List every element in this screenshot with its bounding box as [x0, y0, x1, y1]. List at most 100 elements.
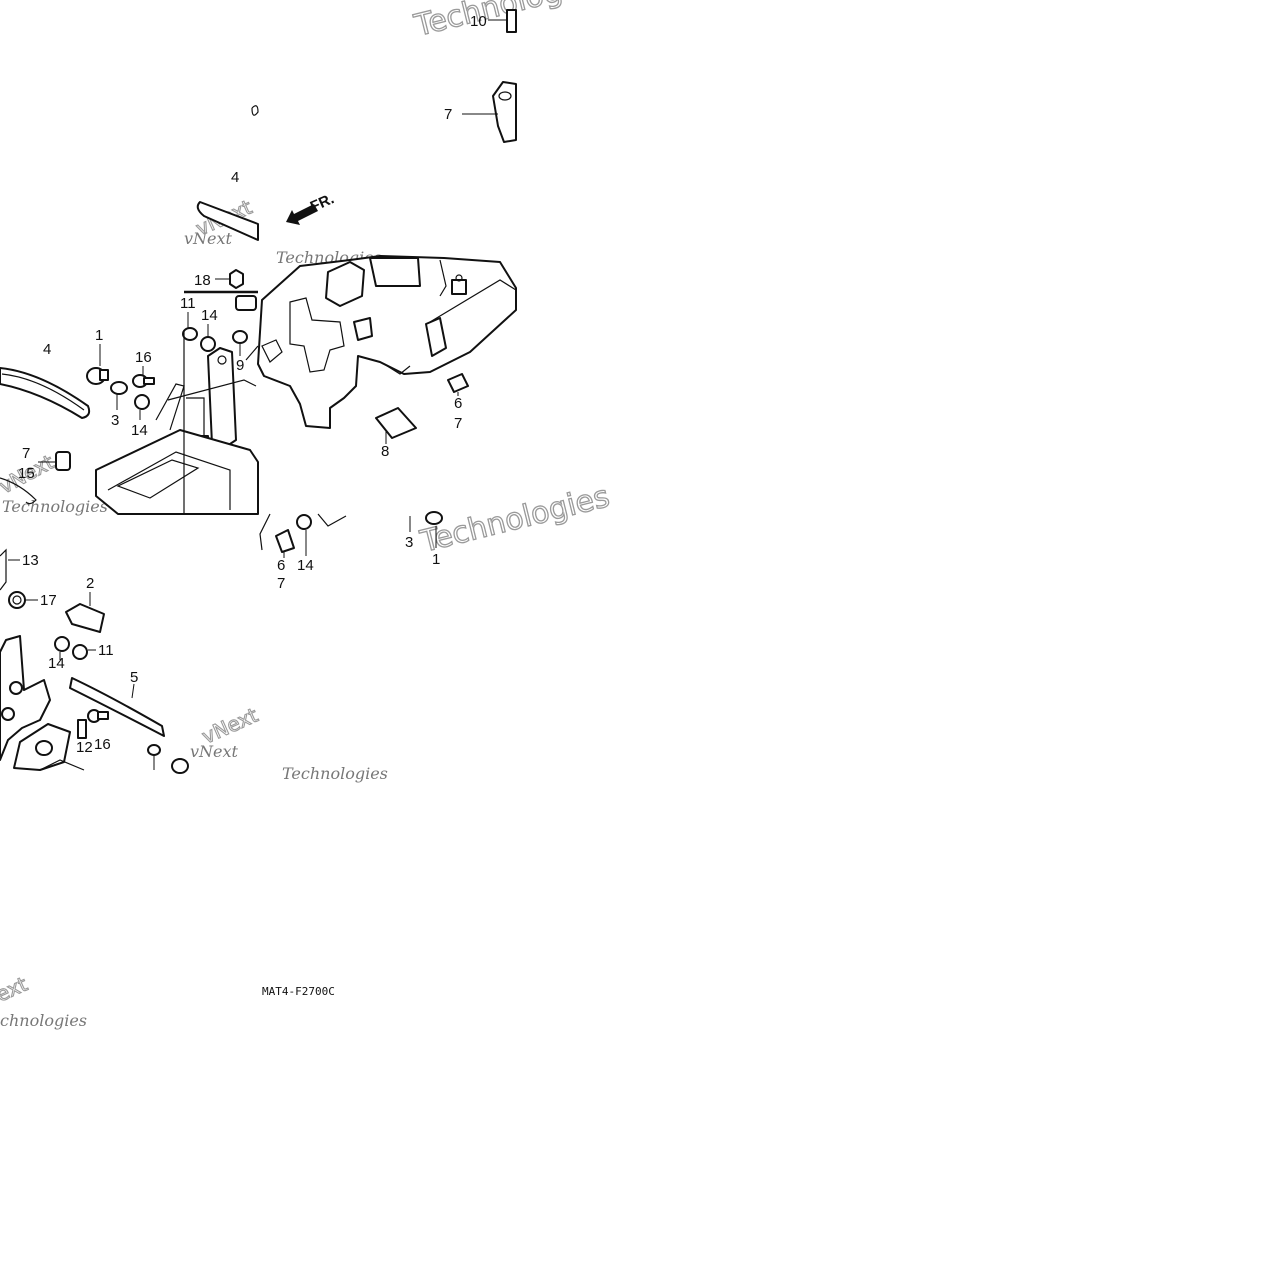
frame-lower-bolt-1 [9, 681, 23, 695]
fender-tab-hole [455, 274, 463, 282]
callout-17: 17 [40, 592, 57, 609]
upper-left-assembly [0, 201, 259, 515]
callout-4-top: 4 [231, 169, 239, 186]
part-6-clip-lower [275, 529, 295, 553]
part-1-mount-lower [425, 511, 443, 525]
part-4-seal-left [0, 367, 91, 419]
callout-7-lower: 7 [277, 575, 285, 592]
callout-9: 9 [236, 357, 244, 374]
fender-rib [439, 259, 447, 297]
diagram-code-label: MAT4-F2700C [262, 985, 335, 998]
frame-bracket-hole [217, 355, 227, 365]
frame-tray-inner-1 [107, 451, 231, 510]
frame-lower-plate-hole [35, 740, 53, 756]
part-7-bracket-top [492, 81, 517, 143]
fender-lip [383, 363, 411, 375]
part-17-hole [12, 595, 22, 605]
callout-6-right: 6 [454, 395, 462, 412]
callout-14-mid: 14 [201, 307, 218, 324]
rear-fender-body [257, 255, 517, 429]
leader-line-5 [131, 683, 135, 699]
callout-1-lower: 1 [432, 551, 440, 568]
callout-14-bottom: 14 [48, 655, 65, 672]
part-5-rubber-strip [69, 677, 165, 737]
callout-4-left: 4 [43, 341, 51, 358]
part-14-nut-lower [296, 514, 312, 530]
frame-rail [167, 379, 257, 401]
part-6-clip-right [447, 373, 469, 393]
frame-lower-bracket [0, 635, 51, 761]
rod-fragment [259, 513, 271, 551]
frame-tray-slot [116, 459, 200, 499]
fender-hook [261, 339, 283, 363]
watermark-technologies-right: Technologies [416, 479, 612, 560]
part-seal-fragment [0, 477, 37, 505]
fender-mount [425, 317, 447, 357]
part-4-seal-top [196, 201, 259, 241]
watermark-vnext-1: vNext [184, 229, 233, 248]
part-clip-fragment [251, 105, 259, 116]
upper-right-assembly [257, 255, 517, 444]
callout-10: 10 [470, 13, 487, 30]
top-parts-group [251, 9, 517, 143]
callout-1-left: 1 [95, 327, 103, 344]
part-11-bolt-lower [72, 644, 88, 660]
callout-15: 15 [18, 465, 35, 482]
callout-16-top: 16 [135, 349, 152, 366]
part-10-clip [506, 9, 517, 33]
part-2-cover [65, 603, 105, 633]
frame-bracket-upright [207, 347, 237, 449]
lower-right-parts [259, 511, 443, 558]
part-18-nut [229, 269, 244, 289]
watermark-next-lower-left: ext [0, 972, 31, 1007]
frame-side-rib [155, 383, 185, 431]
watermark-technologies-2: Technologies [2, 497, 108, 516]
part-14-nut-bottom [54, 636, 70, 652]
callout-3-left: 3 [111, 412, 119, 429]
front-arrow-icon [286, 204, 318, 225]
frame-lower-bolt-2 [1, 707, 15, 721]
lower-left-assembly [0, 548, 189, 774]
callout-3-lower: 3 [405, 534, 413, 551]
part-4-seal-left-inner [1, 373, 85, 411]
callout-7-right: 7 [454, 415, 462, 432]
part-14-nut-mid [200, 336, 216, 352]
part-13-bracket [0, 548, 7, 591]
part-boss [235, 295, 257, 311]
watermark-technologies-lower-left: chnologies [0, 1011, 87, 1030]
callout-14-left: 14 [131, 422, 148, 439]
callout-14-lower: 14 [297, 557, 314, 574]
fender-edge-line [429, 279, 517, 323]
part-washer-bottom [147, 744, 161, 756]
fender-tab [451, 279, 467, 295]
fender-box [369, 257, 421, 287]
callout-8: 8 [381, 443, 389, 460]
front-direction-indicator: FR. [286, 190, 337, 225]
frame-link-line [245, 345, 259, 361]
part-3-collar-left [110, 381, 128, 395]
callout-6-lower: 6 [277, 557, 285, 574]
fender-clip [353, 317, 373, 341]
callout-2: 2 [86, 575, 94, 592]
callout-7-top: 7 [444, 106, 452, 123]
part-16-bolt-lower-shank [97, 711, 109, 720]
callout-11-top: 11 [180, 295, 196, 312]
watermark-vnext-3: vNext [190, 742, 239, 761]
bracket-fragment [317, 513, 347, 527]
callout-5: 5 [130, 669, 138, 686]
part-12-bolt [77, 719, 87, 739]
part-11-bolt [182, 327, 198, 341]
part-15-collar [55, 451, 71, 471]
part-17-grommet [8, 591, 26, 609]
callout-16-bottom: 16 [94, 736, 111, 753]
frame-lower-edge [39, 759, 85, 771]
part-9-grommet [232, 330, 248, 344]
callout-18: 18 [194, 272, 211, 289]
part-mount-bottom [171, 758, 189, 774]
part-1-stud [99, 369, 109, 381]
front-arrow-label: FR. [308, 190, 337, 215]
fender-cutout-1 [289, 297, 345, 373]
callout-13: 13 [22, 552, 39, 569]
part-16-bolt-shank [143, 377, 155, 385]
